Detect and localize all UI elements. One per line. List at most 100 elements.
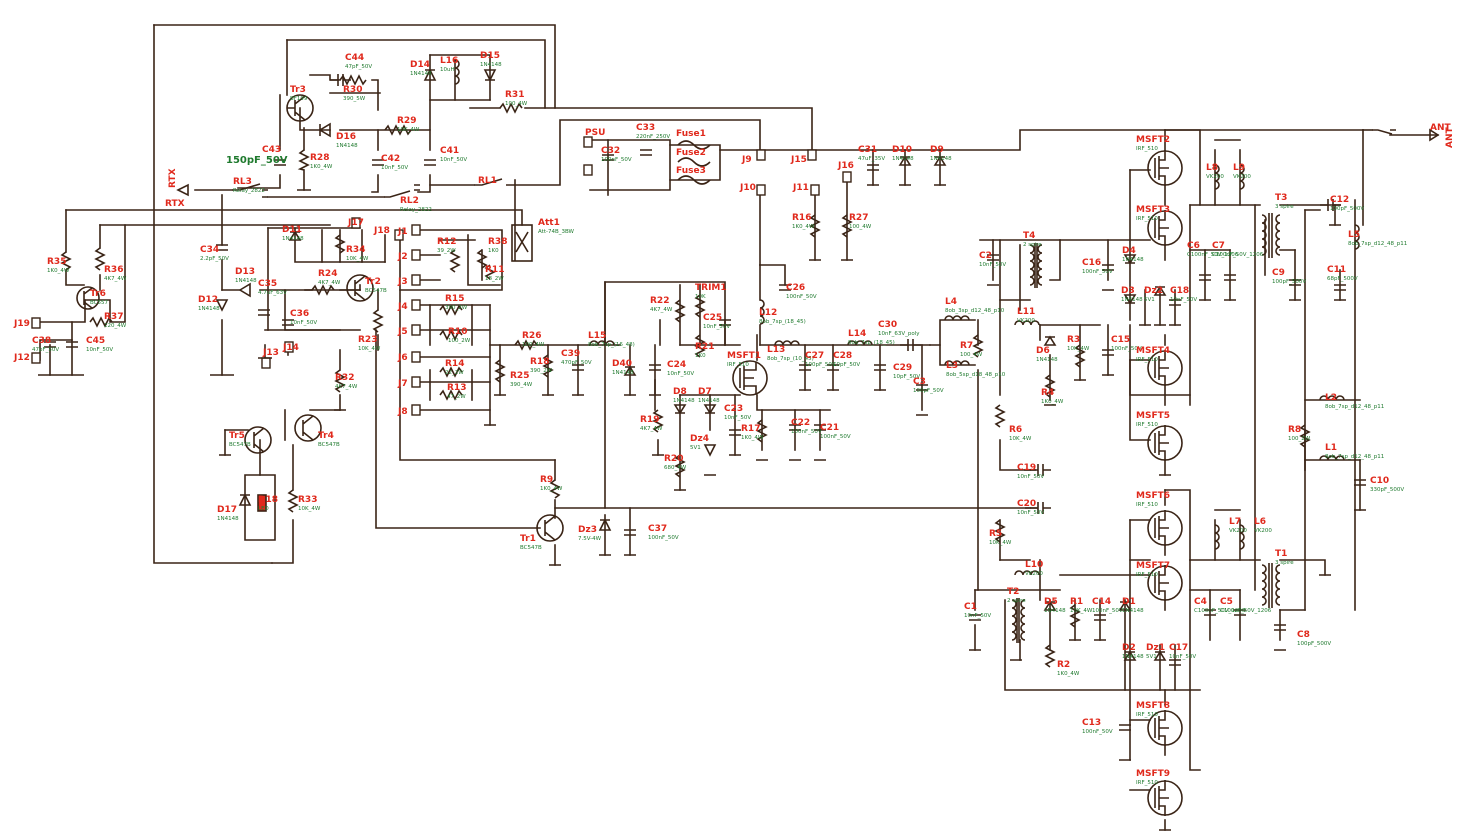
ref-label-T2: T2 [1007, 587, 1019, 597]
capacitor-C31 [867, 164, 879, 171]
value-label-C5: C100nF_50V_1206 [1220, 608, 1272, 614]
resistor-R29 [384, 124, 412, 136]
value-label-C1: 10nF_50V [964, 613, 991, 619]
value-label-L6: VK200 [1254, 528, 1272, 534]
inductor-L7 [1214, 524, 1220, 550]
value-label-R13: 47_2W [447, 394, 466, 400]
value-label-R2: 1K0_4W [1057, 671, 1080, 677]
resistor-R13 [439, 389, 463, 401]
ref-label-C3: C3 [913, 377, 926, 387]
transformer-T4 [1029, 243, 1043, 288]
value-label-Tr1: BC547B [520, 545, 542, 551]
value-label-C19: 10nF_50V [1017, 474, 1044, 480]
value-label-D1: 1N4148 [1122, 608, 1144, 614]
capacitor-C44 [330, 74, 351, 86]
ref-label-C6: C6 [1187, 241, 1200, 251]
ref-label-R31: R31 [505, 90, 524, 100]
diode-D10 [898, 155, 912, 166]
diode-D3 [1123, 294, 1137, 305]
ref-label-R1: R1 [1070, 597, 1083, 607]
diode-D2 [1123, 650, 1137, 661]
value-label-D2: 1N4148 [1122, 654, 1144, 660]
mosfet-MSFT7 [1147, 565, 1183, 601]
ref-label-D7: D7 [698, 387, 712, 397]
port-labels: RTX RTX ANT ANT [165, 123, 1455, 209]
ref-label-C30: C30 [878, 320, 897, 330]
diode-D16 [318, 122, 331, 138]
connector-J16 [842, 171, 852, 183]
ref-label-MSFT9: MSFT9 [1136, 769, 1170, 779]
connector-J14 [284, 341, 294, 353]
value-label-C41: 10nF_50V [440, 157, 467, 163]
ref-label-J2: J2 [397, 252, 408, 262]
capacitor-C43 [274, 159, 286, 166]
capacitor-C34 [216, 244, 228, 251]
mosfets [732, 150, 1183, 816]
ref-label-J8: J8 [397, 407, 408, 417]
value-label-Tr6: BC557 [90, 300, 109, 306]
ref-label-C22: C22 [791, 418, 810, 428]
capacitor-C32 [602, 154, 614, 161]
ref-label-MSFT4: MSFT4 [1136, 346, 1170, 356]
value-label-D8: 1N4148 [673, 398, 695, 404]
value-label-L16: 10uH [440, 67, 455, 73]
ref-label-R30: R30 [343, 85, 362, 95]
value-label-L12: 8ob_7sp_(18_45) [759, 319, 806, 325]
value-label-MSFT8: IRF_510 [1136, 712, 1158, 718]
value-label-R27: 100_4W [849, 224, 872, 230]
value-label-C30: 10nF_63V_poly [878, 331, 920, 337]
port-label-RTX: RTX [165, 199, 185, 209]
value-label-C37: 100nF_50V [648, 535, 679, 541]
transformer-T2 [1011, 598, 1026, 643]
ref-label-C17: C17 [1169, 643, 1188, 653]
ref-label-MSFT5: MSFT5 [1136, 411, 1170, 421]
resistor-R34 [334, 234, 346, 254]
mosfet-MSFT4 [1147, 350, 1183, 386]
led-D18 [257, 494, 267, 512]
ref-label-R26: R26 [522, 331, 541, 341]
capacitor-C7 [1224, 274, 1236, 281]
ref-label-R27: R27 [849, 213, 868, 223]
resistor-R9 [549, 479, 561, 499]
mosfet-MSFT8 [1147, 710, 1183, 746]
inductor-L3 [944, 360, 970, 366]
transistor-Tr6 [76, 286, 100, 310]
ref-label-R6: R6 [1009, 425, 1022, 435]
inductor-L12 [759, 299, 765, 325]
capacitor-C22 [789, 424, 801, 431]
capacitor-C17 [1169, 659, 1181, 666]
value-label-MSFT6: IRF_510 [1136, 502, 1158, 508]
capacitor-C42 [372, 159, 384, 166]
inductor-L8 [1214, 164, 1220, 190]
ref-label-Dz3: Dz3 [578, 525, 597, 535]
value-label-R25: 390_4W [510, 382, 533, 388]
value-label-R29: 10K_4W [397, 127, 420, 133]
ref-label-MSFT8: MSFT8 [1136, 701, 1170, 711]
value-label-C18: 10nF_50V [1170, 297, 1197, 303]
capacitor-C14 [1094, 614, 1106, 621]
value-label-C6: C100nF_50V_1206 [1187, 252, 1239, 258]
diode-D4 [1123, 254, 1137, 265]
ref-label-L6: L6 [1254, 517, 1266, 527]
inductor-L2 [1319, 395, 1345, 401]
ref-label-C38: C38 [32, 336, 51, 346]
value-label-R36: 4K7_4W [104, 276, 127, 282]
value-label-RL3: Relay_2822 [233, 188, 265, 194]
mosfet-MSFT6 [1147, 510, 1183, 546]
ref-label-R2: R2 [1057, 660, 1070, 670]
value-label-C31: 47uF_35V [858, 156, 885, 162]
value-label-L7: VK200 [1229, 528, 1247, 534]
attenuator-Att1 [511, 224, 533, 262]
ref-label-J3: J3 [397, 277, 408, 287]
value-label-D14: 1N4148 [410, 71, 432, 77]
value-label-L9: VK200 [1233, 174, 1251, 180]
ref-label-Att1: Att1 [538, 218, 560, 228]
ref-label-L1: L1 [1325, 443, 1337, 453]
capacitor-C9 [1289, 279, 1301, 286]
ref-label-D10: D10 [892, 145, 912, 155]
port-label-RTX-vertical: RTX [168, 168, 178, 188]
inductor-L9 [1239, 164, 1245, 190]
ref-label-MSFT1: MSFT1 [727, 351, 761, 361]
ref-label-C20: C20 [1017, 499, 1036, 509]
ref-label-L2: L2 [1325, 393, 1337, 403]
